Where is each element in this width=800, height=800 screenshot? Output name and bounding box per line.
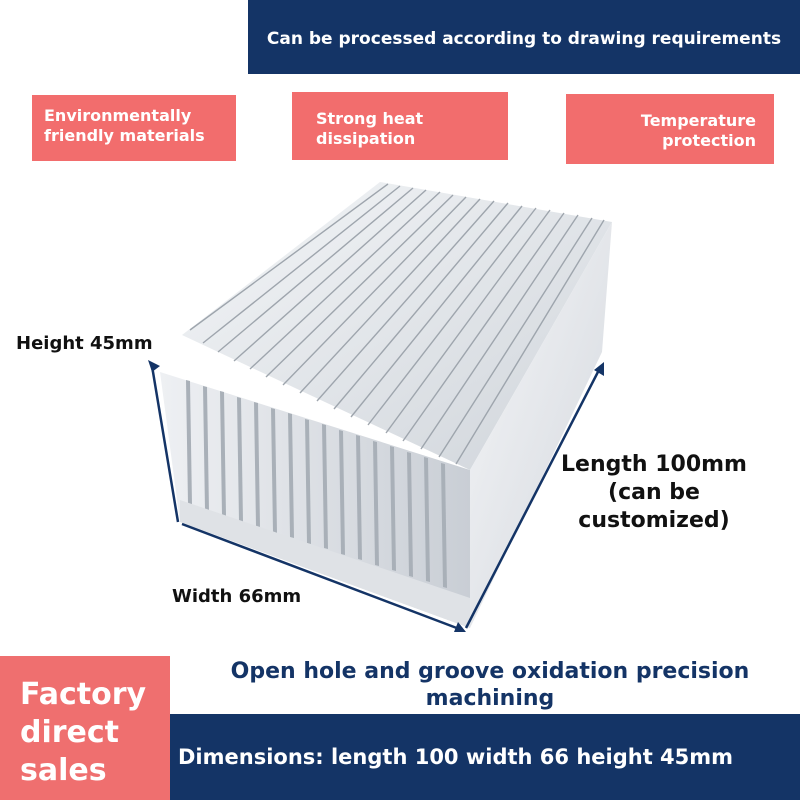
badge-line: Temperature bbox=[640, 111, 756, 130]
length-arrow bbox=[464, 367, 602, 629]
machining-line: Open hole and groove oxidation precision bbox=[230, 659, 750, 684]
dimension-arrows bbox=[148, 360, 604, 632]
top-banner: Can be processed according to drawing re… bbox=[248, 0, 800, 74]
factory-direct-badge: Factory direct sales bbox=[0, 656, 170, 800]
length-label: Length 100mm (can be customized) bbox=[548, 451, 760, 535]
machining-text: Open hole and groove oxidation precision… bbox=[180, 658, 800, 712]
width-label: Width 66mm bbox=[172, 586, 302, 607]
width-arrow bbox=[181, 522, 463, 632]
length-line: Length 100mm bbox=[561, 452, 747, 477]
length-line: (can be bbox=[608, 480, 700, 505]
machining-line: machining bbox=[425, 686, 555, 711]
badge-line: Strong heat bbox=[316, 109, 424, 128]
heatsink-side-face bbox=[470, 222, 612, 628]
front-fin-slots bbox=[186, 380, 447, 588]
factory-line: sales bbox=[20, 753, 107, 788]
width-arrowhead bbox=[454, 622, 466, 632]
badge-temperature-protection: Temperature protection bbox=[566, 94, 774, 164]
badge-line: Environmentally bbox=[44, 106, 192, 125]
badge-line: protection bbox=[662, 131, 756, 150]
length-line: customized) bbox=[578, 508, 730, 533]
spec-bar: Dimensions: length 100 width 66 height 4… bbox=[170, 714, 800, 800]
length-arrowhead bbox=[594, 362, 604, 376]
height-label: Height 45mm bbox=[16, 333, 153, 354]
badge-line: friendly materials bbox=[44, 126, 205, 145]
factory-line: Factory bbox=[20, 677, 147, 712]
badge-eco-materials: Environmentally friendly materials bbox=[32, 95, 236, 161]
height-arrowhead bbox=[148, 360, 160, 372]
banner-text: Can be processed according to drawing re… bbox=[266, 29, 782, 49]
height-arrow bbox=[150, 365, 180, 523]
factory-line: direct bbox=[20, 715, 120, 750]
fin-array bbox=[182, 182, 612, 470]
badge-line: dissipation bbox=[316, 129, 416, 148]
fin-top-back bbox=[182, 182, 612, 470]
spec-text: Dimensions: length 100 width 66 height 4… bbox=[178, 745, 734, 769]
heatsink-base bbox=[180, 500, 470, 628]
badge-heat-dissipation: Strong heat dissipation bbox=[292, 92, 508, 160]
fin-grooves bbox=[189, 183, 605, 465]
